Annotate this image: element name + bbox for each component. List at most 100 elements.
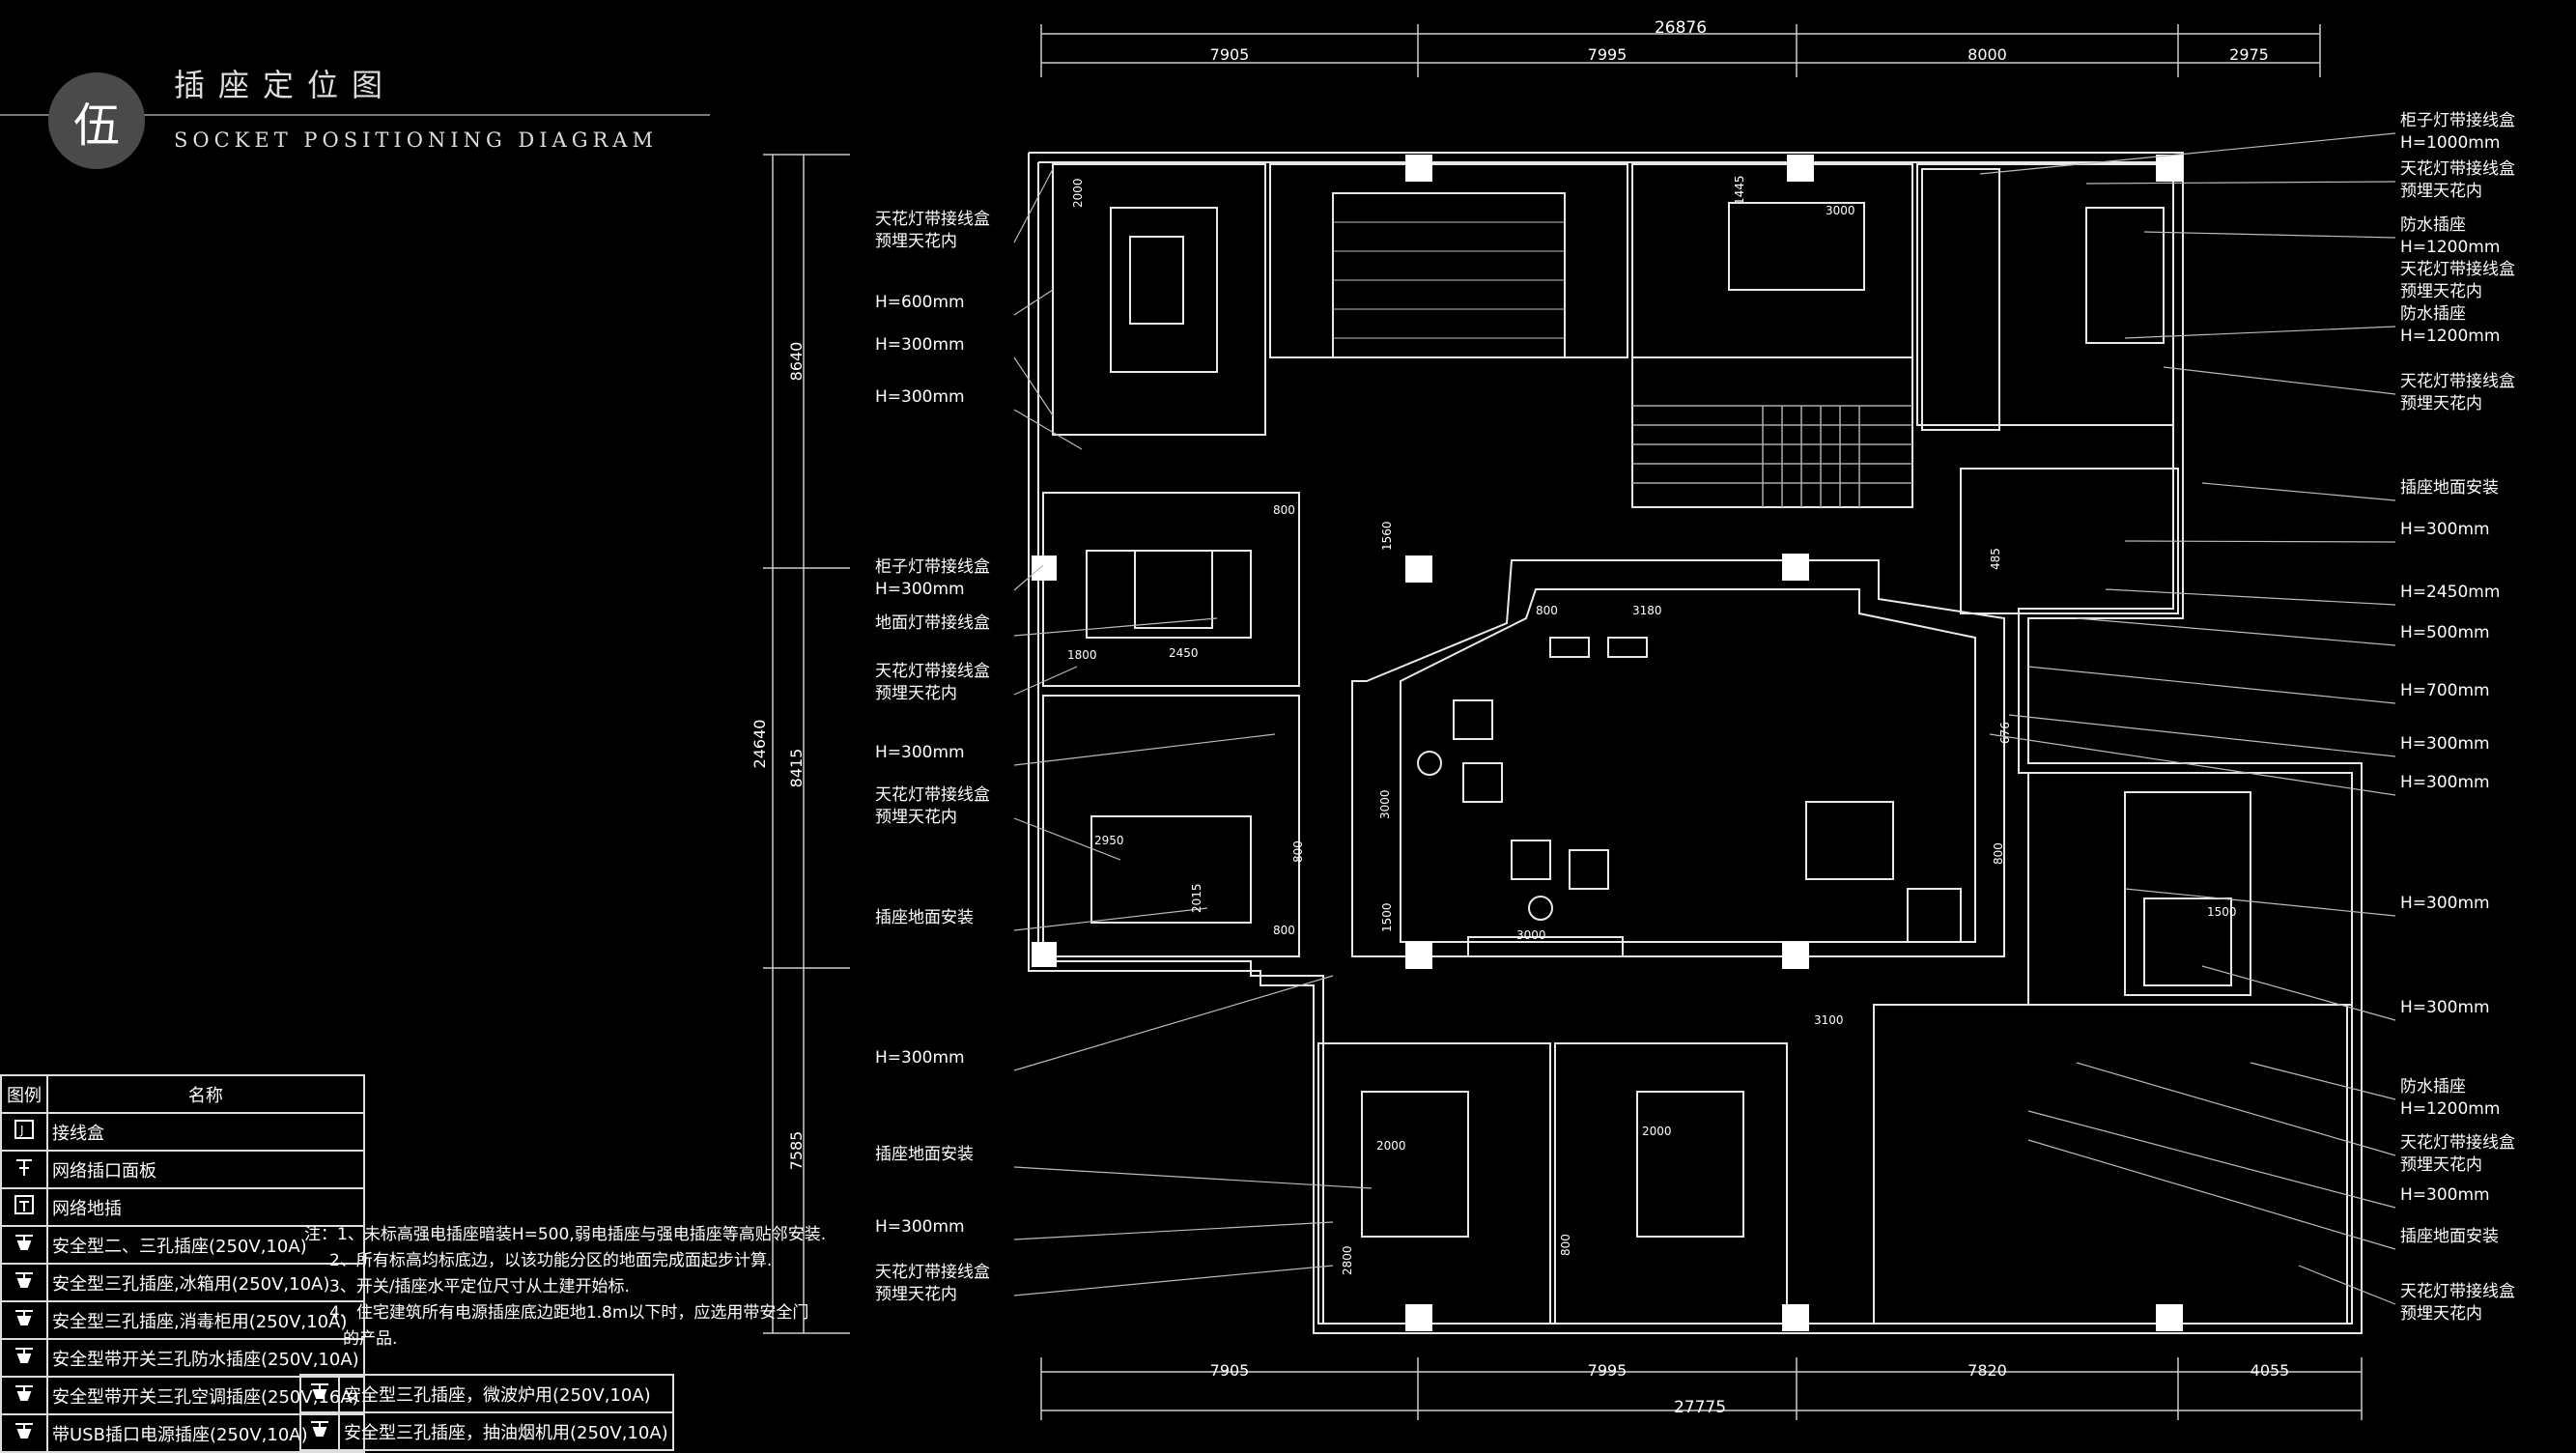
legend-row-name: 安全型三孔插座,消毒柜用(250V,10A) xyxy=(46,1300,365,1340)
legend-row-name: 安全型二、三孔插座(250V,10A) xyxy=(46,1225,365,1265)
callout-label: 插座地面安装 xyxy=(875,1145,974,1164)
leader-lines xyxy=(1013,132,2396,1305)
legend-table: 图例 名称 J 接线盒 网络插口面板 网络地插 安全型二、三孔插座(250V,1… xyxy=(0,1074,365,1453)
leader-line xyxy=(2027,666,2396,704)
callout-label: H=1200mm xyxy=(2400,238,2500,257)
callout-label: 预埋天花内 xyxy=(2400,1304,2482,1324)
callout-label: H=300mm xyxy=(2400,1185,2490,1205)
dimension-lines xyxy=(763,24,2363,1420)
room-dim-label: 800 xyxy=(1291,840,1305,863)
leader-line xyxy=(1013,817,1121,861)
callout-label: 天花灯带接线盒 xyxy=(875,785,990,805)
svg-text:J: J xyxy=(19,1124,24,1137)
dim-label: 7905 xyxy=(1210,1361,1250,1380)
room-dim-label: 1445 xyxy=(1733,175,1746,205)
leader-line xyxy=(2076,617,2396,646)
callout-label: H=300mm xyxy=(2400,894,2490,913)
socket-icon xyxy=(0,1263,48,1302)
leader-line xyxy=(1013,975,1334,1071)
leader-line xyxy=(2124,326,2396,339)
dim-label: 7820 xyxy=(1967,1361,2007,1380)
callout-label: 天花灯带接线盒 xyxy=(2400,1133,2515,1153)
junction-box-icon: J xyxy=(0,1112,48,1152)
legend-row-name: 安全型三孔插座,冰箱用(250V,10A) xyxy=(46,1263,365,1302)
leader-line xyxy=(2027,1110,2396,1209)
callout-label: 天花灯带接线盒 xyxy=(875,1263,990,1282)
room-dim-label: 3100 xyxy=(1814,1013,1844,1027)
legend-row: 安全型二、三孔插座(250V,10A) xyxy=(0,1225,365,1265)
callout-label: H=300mm xyxy=(2400,520,2490,539)
dim-label: 8000 xyxy=(1967,45,2007,64)
leader-line xyxy=(2085,181,2396,185)
legend-row-name: 安全型三孔插座，微波炉用(250V,10A) xyxy=(338,1374,674,1413)
room-dim-label: 2450 xyxy=(1169,646,1199,660)
callout-label: 天花灯带接线盒 xyxy=(875,662,990,681)
callout-label: H=300mm xyxy=(875,580,965,599)
socket-icon xyxy=(0,1225,48,1265)
note-line: 的产品. xyxy=(343,1329,398,1349)
leader-line xyxy=(2008,714,2396,757)
socket-icon xyxy=(15,1385,33,1401)
legend-row: 安全型三孔插座，微波炉用(250V,10A) xyxy=(299,1374,674,1413)
notes: 注：1、未标高强电插座暗装H=500,弱电插座与强电插座等高贴邻安装. 2、所有… xyxy=(304,1222,826,1353)
socket-icon xyxy=(311,1383,328,1399)
socket-icon xyxy=(15,1348,33,1363)
legend-row-name: 网络地插 xyxy=(46,1187,365,1227)
socket-icon xyxy=(299,1411,340,1451)
room-dim-label: 3000 xyxy=(1516,928,1546,942)
room-dim-label: 1500 xyxy=(1380,902,1394,932)
section-number-badge: 伍 xyxy=(48,72,145,169)
network-panel-icon xyxy=(0,1150,48,1189)
legend-row: 安全型带开关三孔防水插座(250V,10A) xyxy=(0,1338,365,1378)
callout-label: H=600mm xyxy=(875,293,965,312)
socket-icon xyxy=(0,1413,48,1453)
leader-line xyxy=(1013,564,1044,591)
room-dim-label: 3000 xyxy=(1826,204,1855,217)
leader-line xyxy=(1013,907,1208,931)
room-dim-label: 800 xyxy=(1273,503,1295,517)
callout-label: 柜子灯带接线盒 xyxy=(875,557,990,577)
dim-label: 2975 xyxy=(2229,45,2269,64)
callout-label: 预埋天花内 xyxy=(875,684,957,703)
socket-icon xyxy=(15,1235,33,1250)
leader-line xyxy=(1013,1221,1334,1240)
leader-line xyxy=(1979,132,2396,175)
callout-label: 地面灯带接线盒 xyxy=(875,613,990,633)
legend-header-row: 图例 名称 xyxy=(0,1074,365,1114)
room-dim-label: 2950 xyxy=(1094,834,1124,847)
leader-line xyxy=(1013,1265,1334,1296)
room-dim-label: 3000 xyxy=(1378,789,1392,819)
room-dim-label: 1560 xyxy=(1380,521,1394,551)
legend-row-name: 安全型带开关三孔防水插座(250V,10A) xyxy=(46,1338,365,1378)
legend-row: 安全型三孔插座，抽油烟机用(250V,10A) xyxy=(299,1411,674,1451)
note-line: 2、所有标高均标底边，以该功能分区的地面完成面起步计算. xyxy=(329,1251,773,1270)
leader-line xyxy=(1013,356,1054,416)
note-line: 3、开关/插座水平定位尺寸从土建开始标. xyxy=(329,1277,630,1296)
page-subtitle: SOCKET POSITIONING DIAGRAM xyxy=(174,128,658,152)
socket-icon xyxy=(299,1374,340,1413)
leader-line xyxy=(1013,168,1054,243)
legend-row: 网络插口面板 xyxy=(0,1150,365,1189)
note-line: 4、住宅建筑所有电源插座底边距地1.8m以下时，应选用带安全门 xyxy=(329,1303,809,1323)
legend-row: 网络地插 xyxy=(0,1187,365,1227)
callout-label: 预埋天花内 xyxy=(2400,282,2482,301)
callout-label: H=700mm xyxy=(2400,681,2490,700)
room-dim-label: 800 xyxy=(1273,924,1295,937)
callout-label: H=300mm xyxy=(875,335,965,355)
callout-label: H=1000mm xyxy=(2400,133,2500,153)
callout-label: H=500mm xyxy=(2400,623,2490,642)
leader-line xyxy=(2201,482,2396,501)
network-floor-icon xyxy=(14,1195,34,1214)
callout-label: H=300mm xyxy=(2400,734,2490,754)
socket-icon xyxy=(311,1421,328,1437)
callout-label: 防水插座 xyxy=(2400,304,2466,324)
room-dim-label: 800 xyxy=(1992,842,2005,865)
room-dim-label: 2000 xyxy=(1376,1139,1406,1153)
walls xyxy=(1028,152,2363,1334)
room-dim-label: 2015 xyxy=(1190,883,1203,913)
room-dim-label: 485 xyxy=(1989,548,2002,570)
callout-label: H=300mm xyxy=(875,743,965,762)
socket-icon xyxy=(15,1272,33,1288)
callout-label: 插座地面安装 xyxy=(2400,478,2499,498)
